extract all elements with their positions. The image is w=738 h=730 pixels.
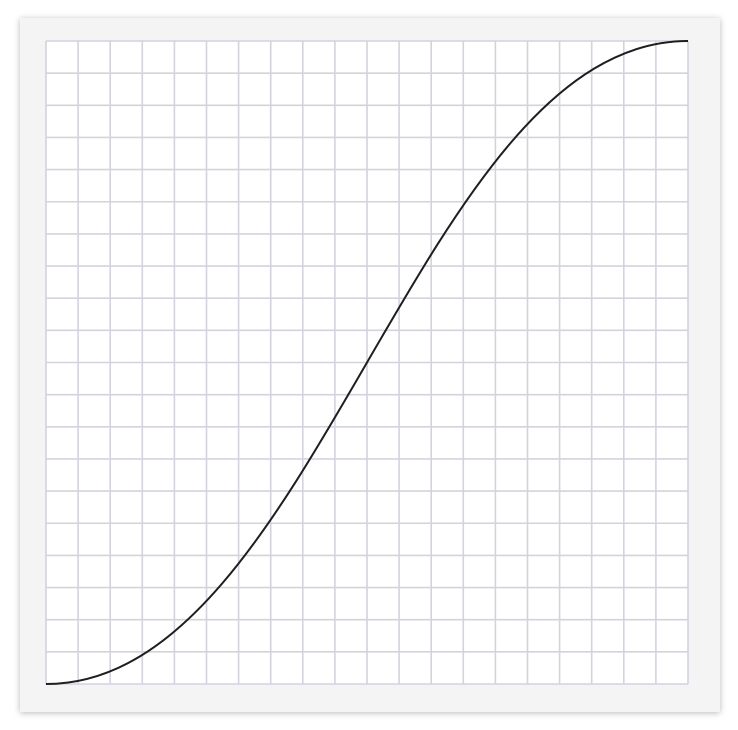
easing-curve[interactable]: [45, 40, 689, 685]
grid-lines: [45, 40, 689, 685]
